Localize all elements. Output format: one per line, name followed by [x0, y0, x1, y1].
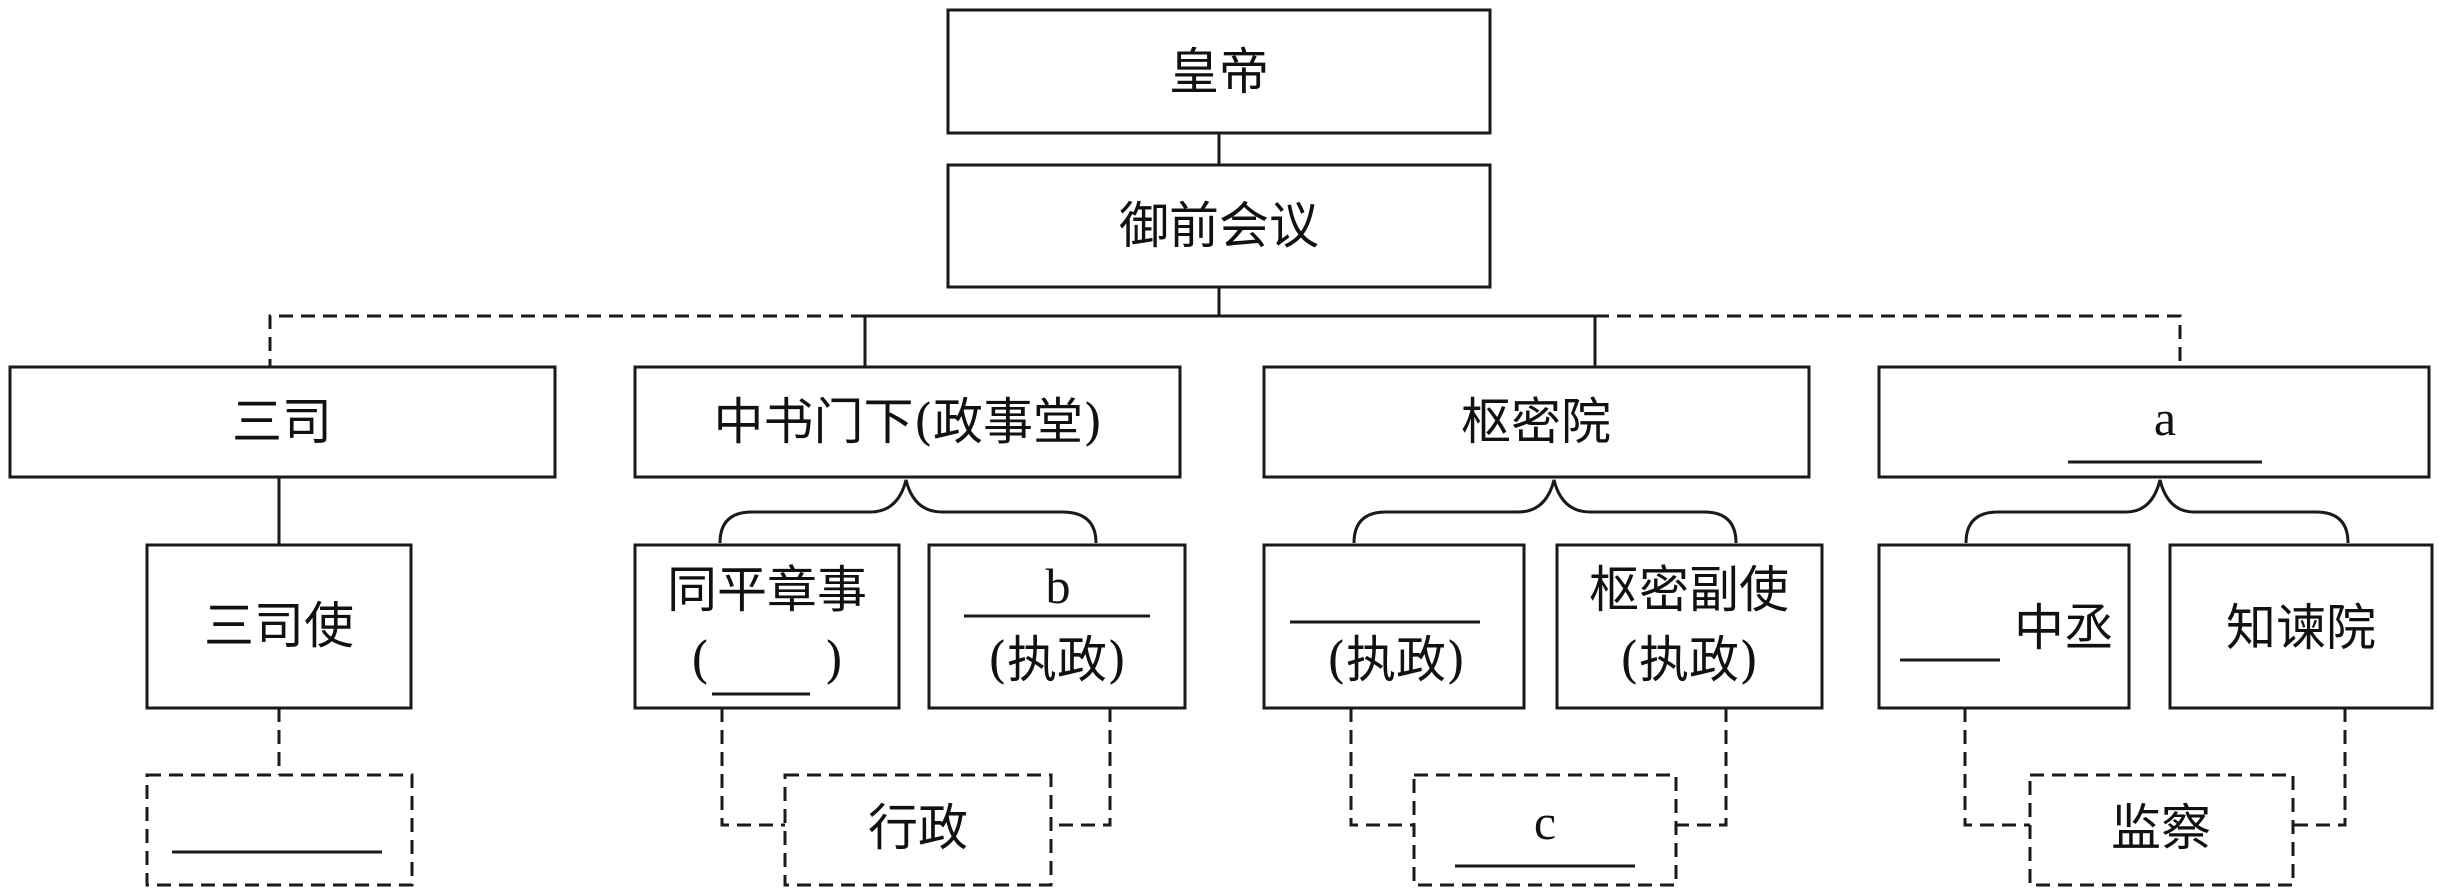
sansi-shi-box: [145, 543, 413, 710]
solid-connectors: [277, 133, 1597, 545]
zhongcheng-box: [1877, 543, 2131, 710]
braces: [718, 479, 2350, 544]
imperial-council-box: [946, 163, 1492, 289]
tongping-label: 同平章事: [667, 561, 867, 619]
zhijian-box: [2168, 543, 2434, 710]
a-box: [1877, 365, 2431, 479]
shumi-box: [1262, 365, 1811, 479]
zhongshu-box: [633, 365, 1182, 479]
xingzheng-label: 行政: [868, 799, 968, 857]
a-label: a: [2154, 390, 2176, 446]
sansi-function-box: [145, 773, 414, 887]
xingzheng-box: [783, 773, 1053, 887]
zhongshu-label: 中书门下(政事堂): [713, 393, 1102, 451]
imperial-council-label: 御前会议: [1119, 197, 1319, 255]
shumi-fu-box: [1555, 543, 1824, 710]
c-label: c: [1534, 794, 1556, 850]
sansi-label: 三司: [232, 393, 332, 451]
shumi-fu-label: 枢密副使: [1589, 561, 1789, 619]
shumi-label: 枢密院: [1461, 393, 1611, 451]
tongping-paren-close: ): [824, 631, 844, 689]
shumi-shi-role: (执政): [1326, 631, 1465, 689]
shumi-fu-role: (执政): [1619, 631, 1758, 689]
emperor-box: [946, 8, 1492, 135]
tongping-box: [633, 543, 901, 710]
b-label: b: [1046, 558, 1071, 614]
emperor-label: 皇帝: [1169, 43, 1269, 101]
jiancha-label: 监察: [2111, 799, 2211, 857]
sansi-box: [8, 365, 557, 479]
b-box: [927, 543, 1187, 710]
zhijian-label: 知谏院: [2226, 599, 2376, 657]
sansi-shi-label: 三司使: [204, 597, 354, 655]
jiancha-box: [2028, 773, 2295, 887]
shumi-shi-box: [1262, 543, 1526, 710]
tongping-paren-open: (: [690, 631, 710, 689]
dashed-connectors: [268, 314, 2347, 827]
b-role: (执政): [987, 631, 1126, 689]
zhongcheng-label: 中丞: [2014, 599, 2114, 657]
